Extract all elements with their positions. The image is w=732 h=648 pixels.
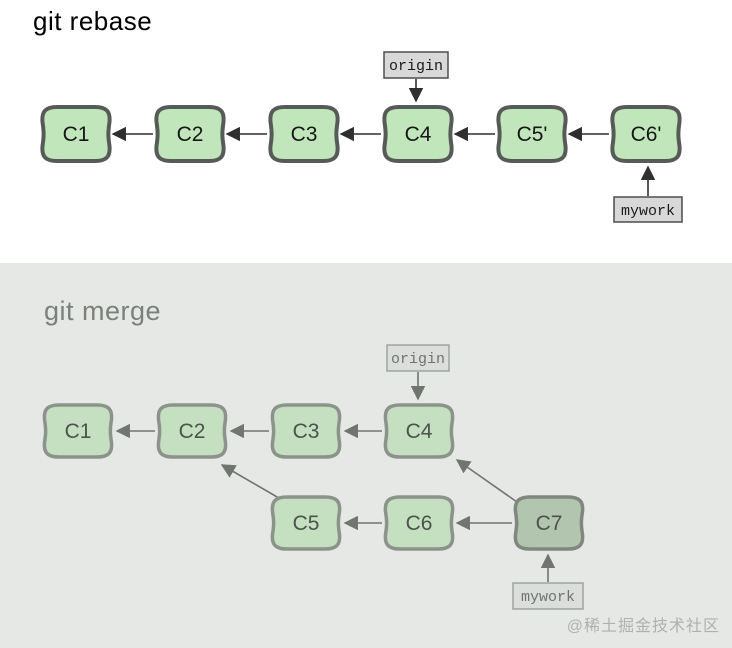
- edge-c5-c2: [220, 464, 285, 502]
- commit-label: C4: [405, 123, 432, 146]
- ref-label: mywork: [621, 203, 675, 220]
- commit-node-c5: C5: [270, 495, 342, 551]
- commit-label: C7: [536, 512, 563, 535]
- commit-node-c3: C3: [270, 403, 342, 459]
- commit-node-c1: C1: [40, 105, 112, 163]
- merge-ref-origin: origin: [386, 344, 450, 401]
- commit-node-c7-head: C7: [513, 495, 585, 551]
- merge-diagram: origin C1 C2 C3: [42, 344, 585, 610]
- commit-node-c2: C2: [156, 403, 228, 459]
- commit-label: C6': [631, 123, 662, 146]
- commit-label: C1: [65, 420, 92, 443]
- rebase-title: git rebase: [33, 6, 153, 36]
- rebase-diagram: origin C1 C2 C3 C4 C5': [40, 51, 683, 223]
- commit-label: C1: [63, 123, 90, 146]
- ref-box: [386, 344, 450, 372]
- commit-node-c4: C4: [382, 105, 454, 163]
- commit-label: C5': [517, 123, 548, 146]
- ref-box: [512, 582, 584, 610]
- ref-box: [613, 196, 683, 223]
- commit-node-c4: C4: [383, 403, 455, 459]
- commit-label: C6: [406, 512, 433, 535]
- ref-box: [383, 51, 449, 79]
- commit-node-c2: C2: [154, 105, 226, 163]
- commit-label: C4: [406, 420, 433, 443]
- commit-node-c6-prime: C6': [610, 105, 682, 163]
- merge-ref-mywork: mywork: [512, 553, 584, 610]
- commit-node-c5-prime: C5': [496, 105, 568, 163]
- commit-label: C2: [179, 420, 206, 443]
- merge-title: git merge: [44, 296, 162, 326]
- edge-c7-c4: [455, 459, 518, 503]
- ref-label: mywork: [521, 589, 575, 606]
- ref-label: origin: [391, 351, 445, 368]
- commit-label: C3: [293, 420, 320, 443]
- commit-node-c1: C1: [42, 403, 114, 459]
- commit-label: C2: [177, 123, 204, 146]
- commit-node-c6: C6: [383, 495, 455, 551]
- ref-label: origin: [389, 58, 443, 75]
- commit-node-c3: C3: [268, 105, 340, 163]
- rebase-ref-mywork: mywork: [613, 165, 683, 223]
- commit-label: C3: [291, 123, 318, 146]
- watermark: @稀土掘金技术社区: [566, 618, 720, 635]
- merge-panel: git merge origin C1: [0, 263, 732, 648]
- commit-label: C5: [293, 512, 320, 535]
- rebase-ref-origin: origin: [383, 51, 449, 103]
